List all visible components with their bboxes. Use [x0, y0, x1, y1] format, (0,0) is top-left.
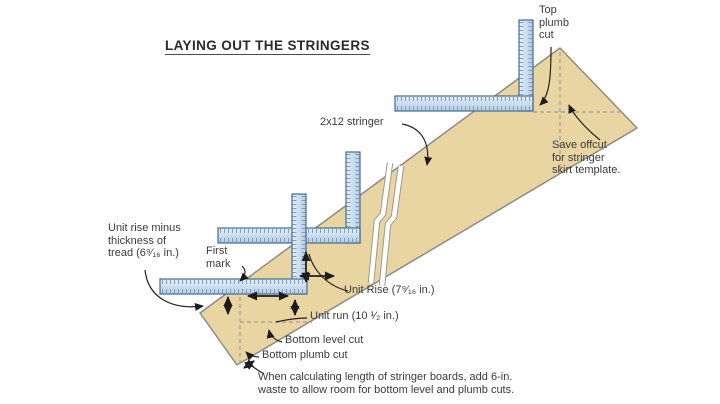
- label-unit-rise: Unit Rise (7⁹⁄₁₆ in.): [344, 284, 435, 296]
- label-top-plumb-cut: Top plumb cut: [539, 4, 569, 42]
- unit-rise-leader: [308, 253, 349, 292]
- label-unit-rise-minus-tread: Unit rise minus thickness of tread (6⁹⁄₁…: [108, 222, 181, 260]
- framing-square-middle: [217, 151, 361, 244]
- stringer-leader: [401, 123, 433, 166]
- unit-run-leader: [275, 317, 308, 323]
- leader-lines: [144, 46, 601, 375]
- bottom-level-cut-leader: [266, 329, 283, 343]
- label-save-offcut: Save offcut for stringer skirt template.: [552, 139, 621, 177]
- framing-square-bottom: [159, 193, 308, 295]
- board-break-symbol: [367, 162, 405, 287]
- square-blade: [394, 95, 534, 112]
- first-mark-leader: [239, 265, 249, 282]
- dimension-arrows: [223, 251, 335, 370]
- framing-square-top: [394, 19, 534, 112]
- diagram-title: LAYING OUT THE STRINGERS: [165, 38, 370, 55]
- top-plumb-cut-leader: [539, 46, 552, 106]
- rise-minus-tread-leader: [144, 269, 204, 311]
- stringer-board: [199, 47, 638, 366]
- save-offcut-leader: [568, 104, 601, 141]
- waste-allowance-arrow: [243, 359, 255, 370]
- caption-leader: [251, 365, 265, 375]
- label-bottom-plumb-cut: Bottom plumb cut: [262, 349, 348, 361]
- label-unit-run: Unit run (10 ¹⁄₂ in.): [310, 310, 399, 322]
- caption-waste-note: When calculating length of stringer boar…: [258, 371, 515, 396]
- label-2x12-stringer: 2x12 stringer: [320, 116, 384, 128]
- bottom-plumb-cut-leader: [245, 351, 260, 361]
- label-bottom-level-cut: Bottom level cut: [285, 334, 364, 346]
- label-first-mark: First mark: [206, 245, 231, 270]
